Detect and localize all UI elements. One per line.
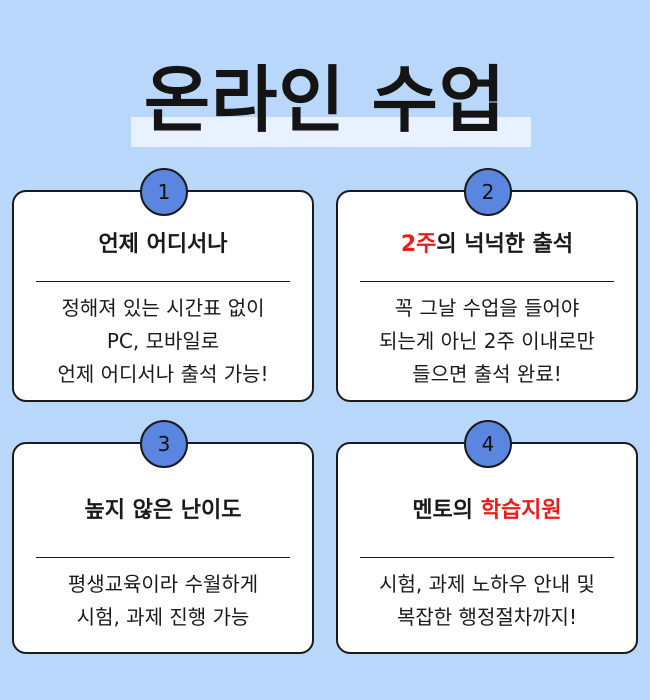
heading-post: 의 넉넉한 출석: [436, 232, 574, 257]
card-divider: [360, 281, 614, 282]
card-heading: 2주의 넉넉한 출석: [338, 230, 636, 260]
card-body: 시험, 과제 노하우 안내 및 복잡한 행정절차까지!: [338, 568, 636, 634]
card-body: 꼭 그날 수업을 들어야 되는게 아닌 2주 이내로만 들으면 출석 완료!: [338, 292, 636, 391]
heading-pre: 멘토의: [412, 498, 481, 523]
card-heading: 멘토의 학습지원: [338, 496, 636, 526]
card-divider: [36, 281, 290, 282]
card-line: 시험, 과제 진행 가능: [76, 605, 250, 629]
step-badge-2: 2: [464, 168, 512, 216]
heading-highlight: 학습지원: [480, 498, 562, 523]
card-divider: [360, 557, 614, 558]
card-body: 정해져 있는 시간표 없이 PC, 모바일로 언제 어디서나 출석 가능!: [14, 292, 312, 391]
card-line: 들으면 출석 완료!: [412, 362, 562, 386]
title-highlight: [131, 117, 531, 147]
card-body: 평생교육이라 수월하게 시험, 과제 진행 가능: [14, 568, 312, 634]
heading-post: 높지 않은 난이도: [84, 498, 242, 523]
card-divider: [36, 557, 290, 558]
heading-highlight: 2주: [400, 232, 437, 257]
card-line: 꼭 그날 수업을 들어야: [394, 296, 580, 320]
feature-card-4: 멘토의 학습지원 시험, 과제 노하우 안내 및 복잡한 행정절차까지!: [336, 442, 638, 654]
feature-card-2: 2주의 넉넉한 출석 꼭 그날 수업을 들어야 되는게 아닌 2주 이내로만 들…: [336, 190, 638, 402]
step-badge-1: 1: [140, 168, 188, 216]
page-title: 온라인 수업: [143, 58, 507, 142]
card-heading: 높지 않은 난이도: [14, 496, 312, 526]
card-line: 언제 어디서나 출석 가능!: [57, 362, 269, 386]
card-heading: 언제 어디서나: [14, 230, 312, 260]
step-badge-3: 3: [140, 420, 188, 468]
heading-post: 언제 어디서나: [98, 232, 228, 257]
card-line: 평생교육이라 수월하게: [67, 572, 259, 596]
card-line: 시험, 과제 노하우 안내 및: [379, 572, 595, 596]
card-line: PC, 모바일로: [106, 329, 220, 353]
card-line: 복잡한 행정절차까지!: [397, 605, 577, 629]
card-line: 정해져 있는 시간표 없이: [61, 296, 265, 320]
title-area: 온라인 수업: [0, 55, 650, 150]
step-badge-4: 4: [464, 420, 512, 468]
feature-card-3: 높지 않은 난이도 평생교육이라 수월하게 시험, 과제 진행 가능: [12, 442, 314, 654]
feature-card-1: 언제 어디서나 정해져 있는 시간표 없이 PC, 모바일로 언제 어디서나 출…: [12, 190, 314, 402]
card-line: 되는게 아닌 2주 이내로만: [379, 329, 595, 353]
